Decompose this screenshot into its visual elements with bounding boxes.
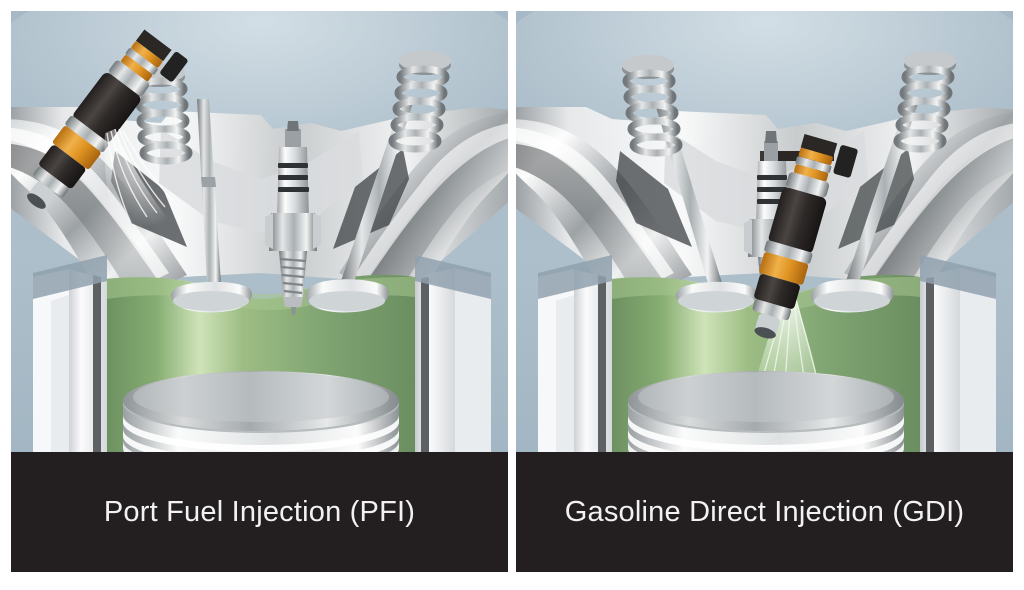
head-gasket-shelf-left — [538, 255, 612, 299]
cylinder-wall-right-outer — [960, 268, 996, 452]
cylinder-wall-right-liner — [926, 277, 934, 452]
intake-port-left-highlight — [516, 127, 674, 279]
chamber-wedge-left — [616, 151, 692, 247]
exhaust-valve-face — [309, 291, 385, 311]
cylinder-wall-left-liner — [598, 275, 606, 452]
valve-spring-right — [893, 51, 956, 153]
spark-plug-hex-flats — [265, 213, 273, 249]
injector-oring-top — [131, 41, 163, 68]
head-gasket-shelf-left — [33, 255, 107, 299]
intake-port-left-highlight — [11, 127, 169, 279]
intake-valve-face — [173, 291, 249, 311]
injector-connector-clip — [135, 29, 172, 62]
caption-label-gdi: Gasoline Direct Injection (GDI) — [564, 495, 965, 528]
intake-valve-stem — [197, 99, 221, 283]
injector-body — [768, 187, 827, 254]
caption-label-pfi: Port Fuel Injection (PFI) — [103, 495, 416, 528]
exhaust-port-right-shadow — [866, 140, 1013, 303]
piston — [123, 371, 399, 452]
spark-plug-terminal-tip — [765, 131, 777, 143]
scene-pfi — [11, 11, 508, 452]
spark-plug-ribs — [278, 163, 309, 192]
piston-ring-1 — [123, 415, 399, 452]
head-gasket-shelf-right — [415, 255, 491, 299]
spring-retainer-right-top — [904, 51, 956, 71]
injector-oring-top-2 — [793, 164, 829, 182]
injector-body-lower — [754, 274, 800, 309]
piston-ring-2 — [123, 429, 399, 452]
cylinder-wall-right-outer — [455, 268, 491, 452]
injector-collar-lower — [33, 166, 69, 197]
piston-crown-highlight — [638, 372, 894, 422]
valve-spring-right — [388, 51, 451, 153]
injector-collar-top — [795, 156, 832, 173]
fuel-injector — [752, 133, 858, 339]
injector-upper-body — [109, 60, 150, 96]
spring-coils-right — [893, 65, 955, 153]
spark-plug-terminal — [764, 141, 778, 161]
injector-body-lower — [39, 145, 86, 189]
spark-plug-hex-flats — [744, 219, 752, 255]
spark-plug-thread-lines — [279, 257, 307, 295]
spring-coils-right — [388, 65, 450, 153]
injector-connector-clip — [800, 133, 838, 157]
injector-collar-lower — [752, 299, 792, 321]
panel-pfi: Port Fuel Injection (PFI) — [11, 11, 508, 572]
intake-valve-keeper — [201, 177, 216, 187]
cylinder-wall-left-notch — [538, 269, 574, 452]
injector-electrical-tab — [833, 145, 858, 178]
injector-collar-top — [125, 48, 158, 75]
exhaust-port-right-highlight — [355, 123, 508, 281]
head-gasket-shelf-right — [920, 255, 996, 299]
intake-port-left-inner-shadow — [516, 143, 672, 303]
cylinder-wall-left-liner — [93, 275, 101, 452]
exhaust-port-right-shadow — [361, 140, 508, 303]
spark-plug-terminal — [285, 129, 301, 147]
spark-plug-hex-body — [269, 213, 317, 251]
spark-plug-center-electrode — [291, 307, 296, 315]
panel-gdi: Gasoline Direct Injection (GDI) — [516, 11, 1013, 572]
spring-retainer-right-top — [399, 51, 451, 71]
injector-nozzle-tip — [27, 193, 46, 209]
piston — [628, 371, 904, 452]
spark-plug-insulator — [277, 147, 309, 217]
spring-coils-left — [622, 69, 683, 157]
cylinder-wall-left-notch — [33, 269, 69, 452]
caption-bar-gdi: Gasoline Direct Injection (GDI) — [516, 452, 1013, 572]
scene-gdi — [516, 11, 1013, 452]
injector-band-mid — [764, 240, 813, 264]
injector-nozzle-tip — [754, 327, 776, 339]
piston-ring-1 — [628, 415, 904, 452]
piston-skirt — [123, 403, 399, 452]
fuel-spray-droplet-lines — [106, 128, 174, 224]
spark-plug-terminal-tip — [287, 121, 299, 131]
piston-skirt — [628, 403, 904, 452]
injector-oring-mid — [759, 252, 809, 285]
injector-upper-body — [786, 172, 830, 198]
injector-electrical-tab — [160, 51, 188, 82]
intake-valve — [170, 99, 252, 313]
injector-oring-mid — [52, 126, 101, 169]
exhaust-port-right-highlight — [860, 123, 1013, 281]
spark-plug — [265, 121, 321, 315]
piston-crown-highlight — [133, 372, 389, 422]
intake-valve-face — [678, 291, 754, 311]
valve-spring-left — [622, 55, 683, 157]
spark-plug-thread — [279, 251, 307, 297]
fuel-spray-cone — [104, 129, 181, 246]
cylinder-wall-right-liner — [421, 277, 429, 452]
piston-ring-2 — [628, 429, 904, 452]
spring-retainer-left-top — [622, 55, 674, 75]
injector-oring-top — [798, 147, 833, 165]
injector-body — [73, 73, 141, 143]
caption-bar-pfi: Port Fuel Injection (PFI) — [11, 452, 508, 572]
injector-oring-top-2 — [121, 55, 153, 82]
exhaust-valve-face — [814, 291, 890, 311]
spark-plug-ground-electrode — [283, 297, 303, 307]
spark-plug-hex-flats-right — [313, 213, 321, 249]
fuel-injector — [27, 29, 188, 209]
fuel-spray-pfi — [104, 128, 181, 246]
injector-band-mid — [65, 115, 109, 153]
